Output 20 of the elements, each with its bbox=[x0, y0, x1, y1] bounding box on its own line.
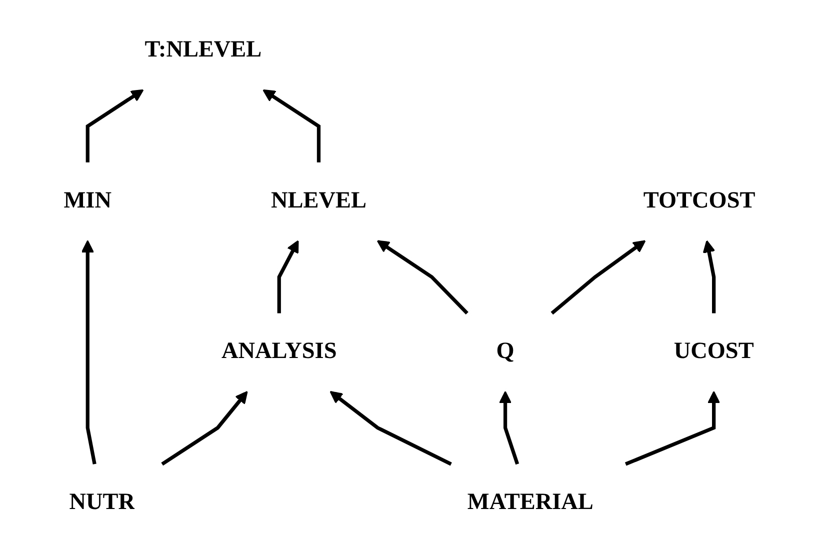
arrow bbox=[624, 391, 720, 466]
arrow bbox=[702, 240, 716, 314]
arrow bbox=[86, 89, 144, 162]
arrow bbox=[330, 391, 452, 466]
node-text: TOTCOST bbox=[643, 188, 756, 214]
node-text: T:NLEVEL bbox=[144, 38, 262, 62]
arrow bbox=[277, 240, 299, 314]
arrow bbox=[498, 391, 520, 465]
arrow bbox=[81, 240, 96, 464]
node-text: ANALYSIS bbox=[222, 339, 337, 364]
arrow bbox=[376, 240, 468, 315]
arrow bbox=[262, 89, 321, 162]
node-text: NUTR bbox=[69, 490, 136, 515]
node-text: MIN bbox=[64, 188, 112, 214]
node-text: UCOST bbox=[674, 339, 754, 364]
node-text: MATERIAL bbox=[467, 490, 594, 515]
arrow bbox=[161, 391, 248, 466]
node-text: Q bbox=[496, 339, 514, 364]
arrow bbox=[550, 240, 646, 315]
node-text: NLEVEL bbox=[271, 188, 366, 214]
